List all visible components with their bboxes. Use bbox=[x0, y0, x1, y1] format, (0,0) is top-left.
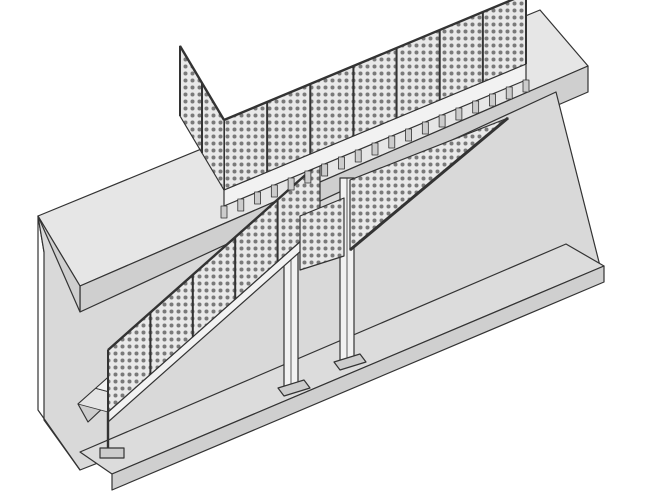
landing-joist bbox=[254, 191, 261, 205]
landing-joist bbox=[472, 100, 480, 114]
landing-joist bbox=[505, 86, 513, 100]
landing-joist bbox=[304, 170, 312, 184]
landing-joist bbox=[405, 128, 412, 142]
landing-joist bbox=[321, 163, 329, 177]
landing-joist bbox=[522, 79, 530, 93]
column-left-base-plate bbox=[277, 379, 311, 397]
stair-base-plate bbox=[99, 447, 125, 459]
landing-joist bbox=[371, 142, 379, 156]
return-handrail bbox=[178, 45, 226, 121]
landing-joist bbox=[354, 149, 362, 163]
landing-joist bbox=[438, 114, 446, 128]
landing-joist bbox=[220, 205, 228, 219]
stair-flight bbox=[77, 161, 321, 459]
return-lattice-panel bbox=[179, 45, 203, 154]
landing-joist bbox=[237, 198, 245, 212]
floor-slab-edge bbox=[111, 265, 605, 491]
landing-handrail bbox=[223, 0, 515, 122]
under-landing-brace bbox=[349, 116, 509, 252]
guard-rail bbox=[178, 0, 527, 191]
landing-joist bbox=[489, 93, 496, 107]
landing-joist bbox=[388, 135, 396, 149]
landing-platform bbox=[220, 63, 530, 271]
landing-joist bbox=[287, 177, 295, 191]
landing-joist bbox=[455, 107, 463, 121]
wall-left-edge bbox=[37, 216, 81, 471]
landing-joist bbox=[270, 184, 278, 198]
landing-joist bbox=[338, 156, 345, 170]
column-right-base-plate bbox=[333, 353, 367, 371]
stair-handrail bbox=[107, 161, 321, 351]
landing-joist bbox=[421, 121, 429, 135]
gate-lattice-panel bbox=[299, 197, 345, 271]
